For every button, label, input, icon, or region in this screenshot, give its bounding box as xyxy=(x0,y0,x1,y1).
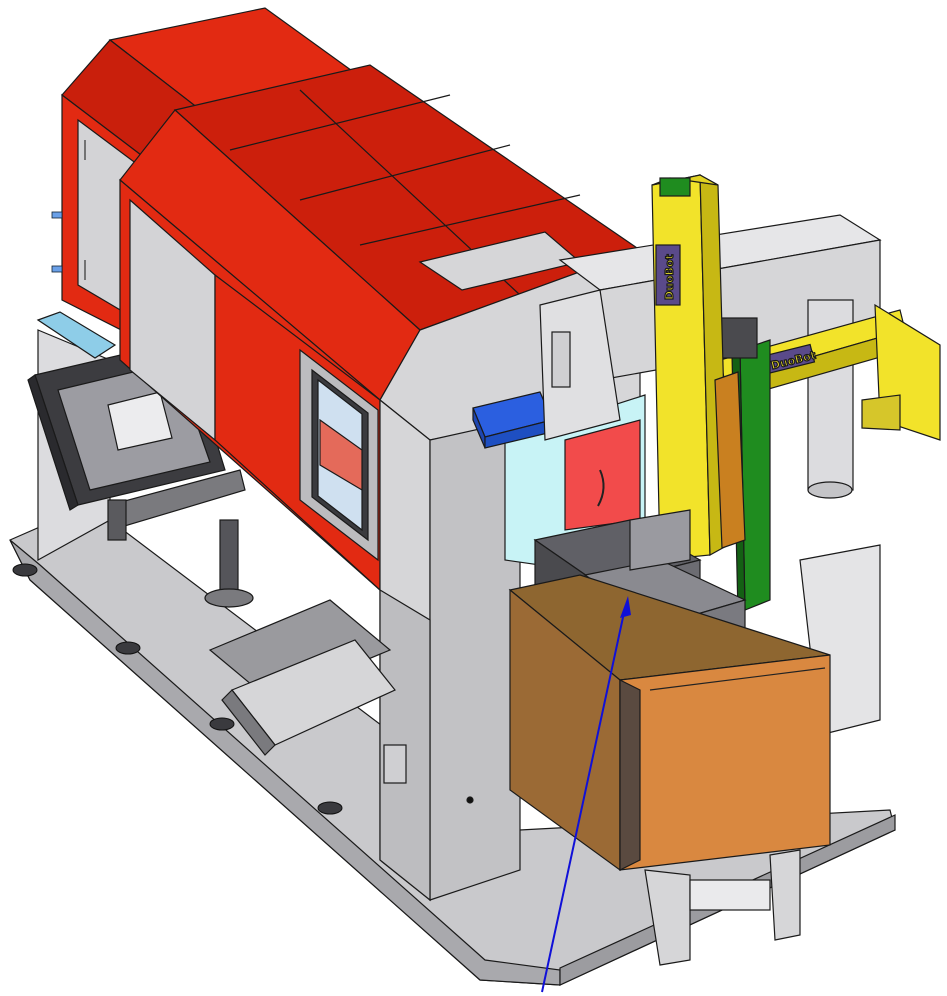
operator-panel xyxy=(27,339,254,608)
part-chute xyxy=(208,599,396,756)
air-fittings xyxy=(51,211,63,273)
electrical-cabinet xyxy=(508,574,831,872)
cabinet-support xyxy=(644,849,801,966)
yellow-column: DuoBot xyxy=(651,173,746,561)
callout-arrow xyxy=(541,596,631,993)
main-enclosure xyxy=(119,64,642,592)
column-brand-label: DuoBot xyxy=(663,254,676,300)
